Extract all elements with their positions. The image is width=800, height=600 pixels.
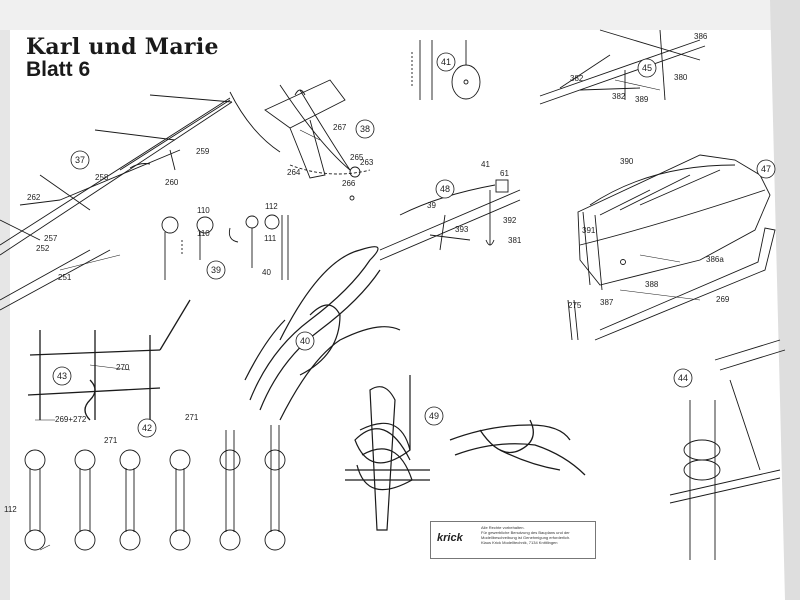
brand-logo: krick [437, 532, 463, 544]
figure-number-45: 45 [637, 58, 657, 78]
part-label-391: 391 [582, 226, 596, 235]
part-label-392: 392 [503, 216, 517, 225]
part-label-380: 380 [674, 73, 688, 82]
part-label-112: 112 [265, 202, 278, 211]
figure-number-37: 37 [70, 150, 90, 170]
fig-38-cathead-drawing [229, 79, 371, 201]
figure-number-38: 38 [355, 119, 375, 139]
fig-47-boat-drawing [567, 154, 776, 341]
copyright-line: Für gewerbliche Benutzung des Bauplans u… [481, 530, 570, 535]
figure-number-41: 41 [436, 52, 456, 72]
part-label-41: 41 [481, 160, 490, 169]
part-label-381: 381 [508, 236, 522, 245]
part-label-393: 393 [455, 225, 469, 234]
part-label-110: 110 [197, 206, 210, 215]
svg-text:37: 37 [75, 155, 85, 165]
fig-45-detail-drawing [539, 29, 706, 105]
figure-number-43: 43 [52, 366, 72, 386]
svg-text:42: 42 [142, 423, 152, 433]
part-label-264: 264 [287, 168, 301, 177]
part-label-262: 262 [27, 193, 41, 202]
part-label-266: 266 [342, 179, 356, 188]
paper-shadow-top [0, 0, 800, 30]
svg-text:44: 44 [678, 373, 688, 383]
fig-43-ratlines-drawing [27, 299, 191, 421]
figure-number-42: 42 [137, 418, 157, 438]
part-label-259: 259 [196, 147, 210, 156]
reef-knot-drawing [449, 419, 586, 476]
part-label-265: 265 [350, 153, 364, 162]
part-label-386a: 386a [706, 255, 724, 264]
fig-40-rope-splice-drawing [244, 246, 401, 421]
part-label-258: 258 [95, 173, 109, 182]
part-label-271: 271 [185, 413, 199, 422]
fig-49-belaying-pin-drawing [345, 375, 430, 531]
figure-number-44: 44 [673, 368, 693, 388]
svg-text:47: 47 [761, 164, 771, 174]
part-label-270: 270 [116, 363, 130, 372]
part-label-40: 40 [262, 268, 271, 277]
svg-text:38: 38 [360, 124, 370, 134]
svg-text:48: 48 [440, 184, 450, 194]
svg-text:39: 39 [211, 265, 221, 275]
part-label-390: 390 [620, 157, 634, 166]
part-label-387: 387 [600, 298, 614, 307]
part-label-260: 260 [165, 178, 179, 187]
part-label-269-272: 269+272 [55, 415, 87, 424]
svg-text:43: 43 [57, 371, 67, 381]
part-label-257: 257 [44, 234, 58, 243]
figure-number-48: 48 [435, 179, 455, 199]
part-label-263: 263 [360, 158, 374, 167]
fig-42-block-rigging-drawing [24, 425, 286, 551]
part-label-386: 386 [694, 32, 708, 41]
svg-text:40: 40 [300, 336, 310, 346]
part-label-269: 269 [716, 295, 730, 304]
figure-number-40: 40 [295, 331, 315, 351]
svg-text:41: 41 [441, 57, 451, 67]
part-label-111: 111 [264, 234, 277, 243]
sheet-number: Blatt 6 [26, 58, 91, 81]
figure-number-circles: 37 38 39 40 41 42 43 44 45 47 48 49 [52, 52, 776, 438]
part-label-61: 61 [500, 169, 509, 178]
company-address: Klaus Krick Modelltechnik, 7134 Knittlin… [481, 540, 558, 545]
part-label-112: 112 [4, 505, 17, 514]
copyright-line: Alle Rechte vorbehalten. [481, 525, 525, 530]
fig-41-block-drawing [411, 40, 481, 100]
part-label-251: 251 [58, 273, 72, 282]
part-label-382: 382 [570, 74, 584, 83]
fig-39-hook-drawing [161, 214, 289, 280]
plan-title: Karl und Marie [26, 34, 219, 60]
paper-shadow-left [0, 0, 10, 600]
part-label-271: 271 [104, 436, 118, 445]
part-label-275: 275 [568, 301, 582, 310]
fig-37-bowsprit-drawing [0, 94, 233, 311]
brand-box: krick Alle Rechte vorbehalten. Für gewer… [430, 521, 596, 559]
part-label-252: 252 [36, 244, 50, 253]
title-block: Karl und Marie Blatt 6 [26, 34, 219, 82]
figure-number-47: 47 [756, 159, 776, 179]
part-label-39: 39 [427, 201, 436, 210]
figure-number-49: 49 [424, 406, 444, 426]
part-label-110: 110 [197, 229, 210, 238]
leader-lines [35, 79, 701, 551]
paper-shadow-right [770, 0, 800, 600]
svg-text:45: 45 [642, 63, 652, 73]
part-label-382: 382 [612, 92, 626, 101]
fig-44-mast-drawing [669, 339, 786, 560]
part-label-389: 389 [635, 95, 649, 104]
copyright-line: Modellbeschreibung ist Genehmigung erfor… [481, 535, 571, 540]
figure-number-39: 39 [206, 260, 226, 280]
part-label-388: 388 [645, 280, 659, 289]
part-label-267: 267 [333, 123, 347, 132]
svg-text:49: 49 [429, 411, 439, 421]
copyright-notice: Alle Rechte vorbehalten. Für gewerbliche… [481, 525, 593, 545]
